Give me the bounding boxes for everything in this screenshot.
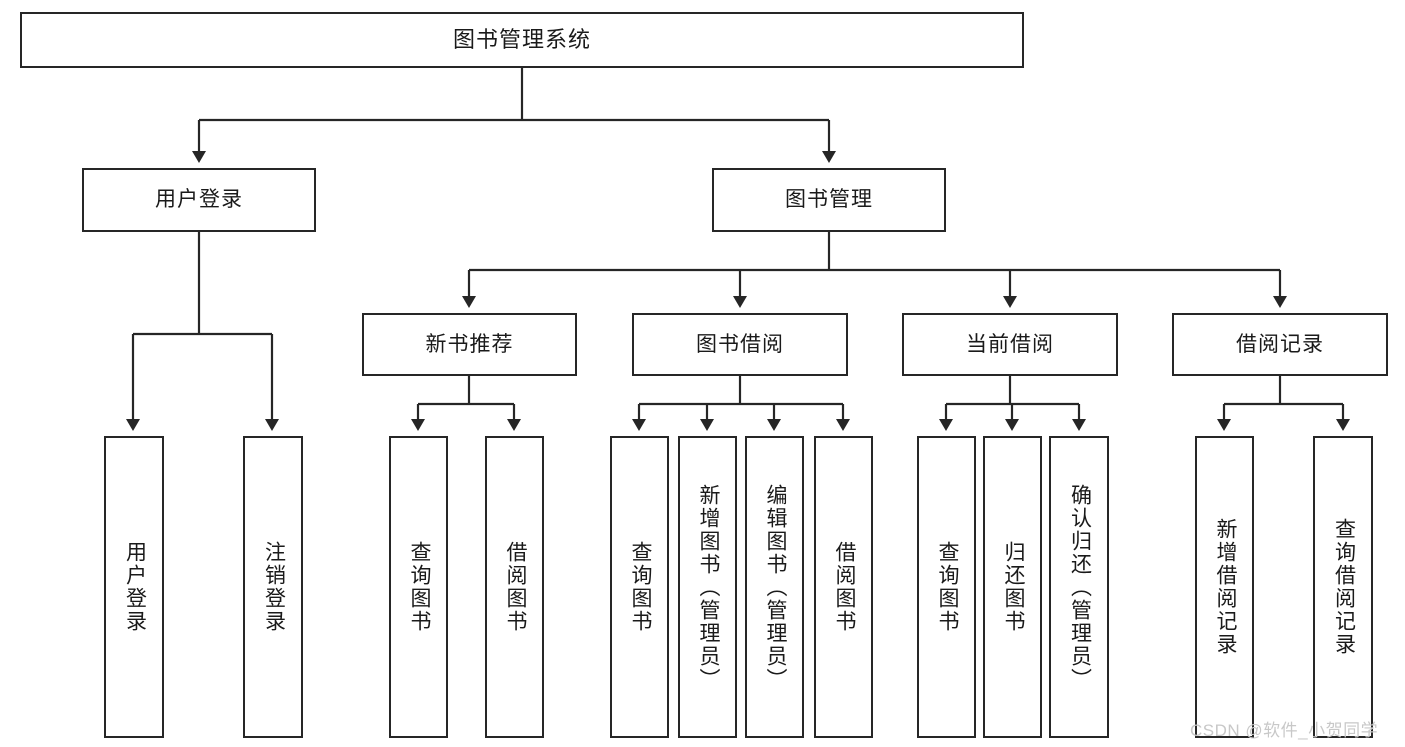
node-leaf-query-books-new[interactable]: 查询图书	[389, 436, 448, 738]
node-leaf-add-book-admin-label: 新增图书（管理员）	[696, 483, 720, 691]
node-leaf-borrow-books-borrow-label: 借阅图书	[832, 541, 856, 633]
node-leaf-add-book-admin[interactable]: 新增图书（管理员）	[678, 436, 737, 738]
node-leaf-borrow-books-borrow[interactable]: 借阅图书	[814, 436, 873, 738]
node-borrowing-records[interactable]: 借阅记录	[1172, 313, 1388, 376]
node-new-book-recommendation-label: 新书推荐	[425, 332, 514, 356]
node-leaf-query-books-borrow[interactable]: 查询图书	[610, 436, 669, 738]
node-leaf-logout[interactable]: 注销登录	[243, 436, 303, 738]
node-leaf-logout-label: 注销登录	[262, 541, 286, 633]
node-leaf-edit-book-admin-label: 编辑图书（管理员）	[763, 483, 787, 691]
node-leaf-confirm-return-admin-label: 确认归还（管理员）	[1068, 483, 1092, 691]
node-root-label: 图书管理系统	[452, 26, 591, 52]
node-book-management-label: 图书管理	[785, 188, 873, 212]
node-leaf-return-books[interactable]: 归还图书	[983, 436, 1042, 738]
node-user-login-label: 用户登录	[155, 188, 243, 212]
node-new-book-recommendation[interactable]: 新书推荐	[362, 313, 577, 376]
node-root-book-management-system[interactable]: 图书管理系统	[20, 12, 1024, 68]
node-leaf-borrow-books-new[interactable]: 借阅图书	[485, 436, 544, 738]
node-leaf-edit-book-admin[interactable]: 编辑图书（管理员）	[745, 436, 804, 738]
node-leaf-confirm-return-admin[interactable]: 确认归还（管理员）	[1049, 436, 1109, 738]
node-leaf-add-borrow-record-label: 新增借阅记录	[1213, 518, 1237, 656]
node-leaf-query-books-new-label: 查询图书	[407, 541, 431, 633]
node-leaf-query-borrow-record[interactable]: 查询借阅记录	[1313, 436, 1373, 738]
node-leaf-query-books-current[interactable]: 查询图书	[917, 436, 976, 738]
node-leaf-borrow-books-new-label: 借阅图书	[503, 541, 527, 633]
node-book-management[interactable]: 图书管理	[712, 168, 946, 232]
node-leaf-query-books-current-label: 查询图书	[935, 541, 959, 633]
node-current-borrowing[interactable]: 当前借阅	[902, 313, 1118, 376]
node-current-borrowing-label: 当前借阅	[966, 332, 1054, 356]
node-leaf-return-books-label: 归还图书	[1001, 541, 1025, 633]
node-user-login[interactable]: 用户登录	[82, 168, 316, 232]
watermark: CSDN @软件_小贺同学	[1190, 721, 1379, 740]
node-leaf-user-login-label: 用户登录	[123, 541, 147, 633]
node-book-borrowing[interactable]: 图书借阅	[632, 313, 848, 376]
node-leaf-add-borrow-record[interactable]: 新增借阅记录	[1195, 436, 1254, 738]
node-leaf-query-borrow-record-label: 查询借阅记录	[1332, 518, 1356, 656]
node-book-borrowing-label: 图书借阅	[696, 332, 784, 356]
node-leaf-user-login[interactable]: 用户登录	[104, 436, 164, 738]
node-leaf-query-books-borrow-label: 查询图书	[628, 541, 652, 633]
node-borrowing-records-label: 借阅记录	[1236, 332, 1324, 356]
